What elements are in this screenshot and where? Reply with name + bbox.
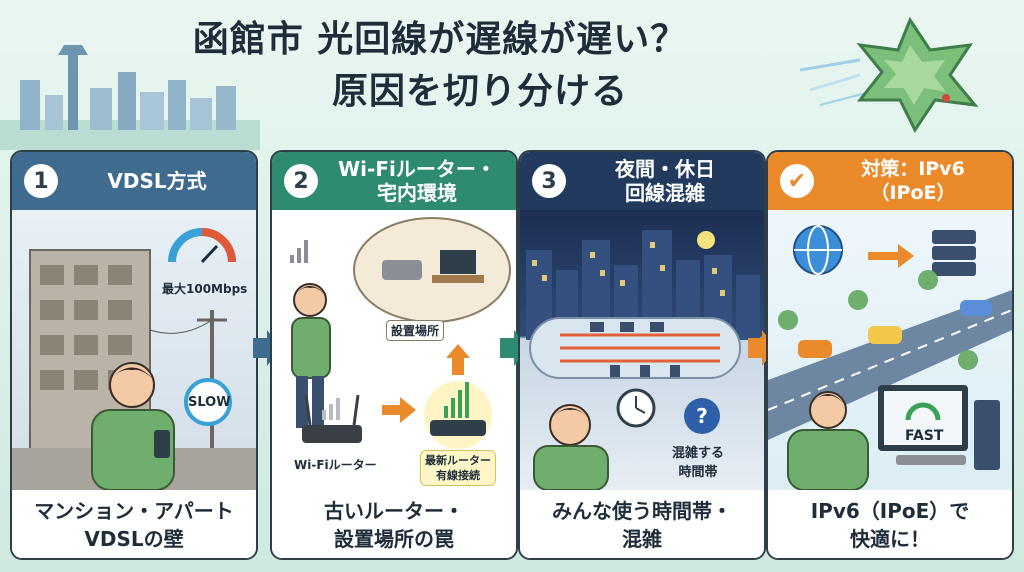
fast-label: FAST	[905, 428, 944, 444]
step-number-1: 1	[24, 164, 58, 198]
panel-wifi-title: Wi-Fiルーター・ 宅内環境	[328, 157, 516, 205]
header: 函館市 光回線が遅線が遅い？ 原因を切り分ける	[0, 0, 1024, 150]
busy-time-label-line-1: 混雑する	[672, 446, 725, 461]
apartment-building-illustration	[12, 228, 256, 490]
panel-solution-scene: FAST	[768, 210, 1012, 490]
panel-congestion-title: 夜間・休日 回線混雑	[576, 157, 764, 205]
night-city-congestion-illustration: ?	[526, 230, 760, 490]
fast-network-illustration	[768, 225, 1012, 490]
new-router-tag: 最新ルーター 有線接続	[420, 450, 496, 486]
panel-solution-title: 対策：IPv6（IPoE）	[861, 158, 965, 204]
panel-congestion-footer: みんな使う時間帯・ 混雑	[520, 490, 764, 558]
panel-vdsl-header: 1 VDSL方式	[12, 152, 256, 210]
svg-text:?: ?	[696, 404, 708, 428]
step-number-2: 2	[284, 164, 318, 198]
panel-solution-footer-line-2: 快適に！	[850, 527, 930, 551]
panel-solution: ✔ 対策：IPv6（IPoE）	[766, 150, 1014, 560]
panel-wifi-scene: 設置場所 Wi-Fiルーター 最新ルーター 有線接続	[272, 210, 516, 490]
panel-wifi-footer-line-2: 設置場所の罠	[334, 527, 454, 551]
slow-label: SLOW	[188, 395, 231, 410]
wifi-router-label: Wi-Fiルーター	[294, 458, 377, 472]
max-speed-label: 最大100Mbps	[162, 282, 248, 296]
new-router-tag-line-1: 最新ルーター	[425, 454, 491, 467]
panel-vdsl-footer: マンション・アパート VDSLの壁	[12, 490, 256, 558]
panel-wifi-title-line-1: Wi-Fiルーター・	[338, 157, 496, 181]
panel-congestion-footer-line-2: 混雑	[622, 527, 662, 551]
panel-wifi-title-line-2: 宅内環境	[377, 181, 457, 205]
skyline-illustration	[0, 45, 260, 150]
busy-time-label-line-2: 時間帯	[678, 465, 718, 480]
panel-solution-footer-line-1: IPv6（IPoE）で	[810, 499, 970, 523]
panel-solution-footer: IPv6（IPoE）で 快適に！	[768, 490, 1012, 558]
panel-wifi-footer-line-1: 古いルーター・	[324, 499, 464, 523]
check-icon: ✔	[780, 164, 814, 198]
title-line-1: 函館市 光回線が遅線が遅い？	[192, 19, 688, 60]
panel-wifi-footer: 古いルーター・ 設置場所の罠	[272, 490, 516, 558]
panel-congestion-title-line-2: 回線混雑	[625, 181, 705, 205]
step-number-3: 3	[532, 164, 566, 198]
panel-congestion-footer-line-1: みんな使う時間帯・	[552, 499, 732, 523]
panel-congestion-title-line-1: 夜間・休日	[615, 157, 715, 181]
page-title: 函館市 光回線が遅線が遅い？ 原因を切り分ける	[140, 14, 740, 118]
busy-time-label: 混雑する 時間帯	[672, 442, 724, 480]
panel-congestion-scene: ? 混雑する 時間帯	[520, 210, 764, 490]
panel-vdsl: 1 VDSL方式 最大100	[10, 150, 258, 560]
panel-congestion-header: 3 夜間・休日 回線混雑	[520, 152, 764, 210]
panel-solution-header: ✔ 対策：IPv6（IPoE）	[768, 152, 1012, 210]
star-fort-map-illustration	[800, 16, 979, 133]
panel-wifi: 2 Wi-Fiルーター・ 宅内環境	[270, 150, 518, 560]
home-router-illustration	[290, 217, 511, 449]
panel-vdsl-title: VDSL方式	[107, 169, 207, 193]
panel-wifi-header: 2 Wi-Fiルーター・ 宅内環境	[272, 152, 516, 210]
title-line-2: 原因を切り分ける	[331, 71, 628, 112]
new-router-tag-line-2: 有線接続	[436, 469, 480, 482]
panel-vdsl-scene: 最大100Mbps SLOW	[12, 210, 256, 490]
panel-congestion: 3 夜間・休日 回線混雑	[518, 150, 766, 560]
panel-vdsl-footer-line-2: VDSLの壁	[84, 527, 184, 551]
panel-vdsl-footer-line-1: マンション・アパート	[34, 499, 234, 523]
install-location-label: 設置場所	[386, 320, 445, 341]
